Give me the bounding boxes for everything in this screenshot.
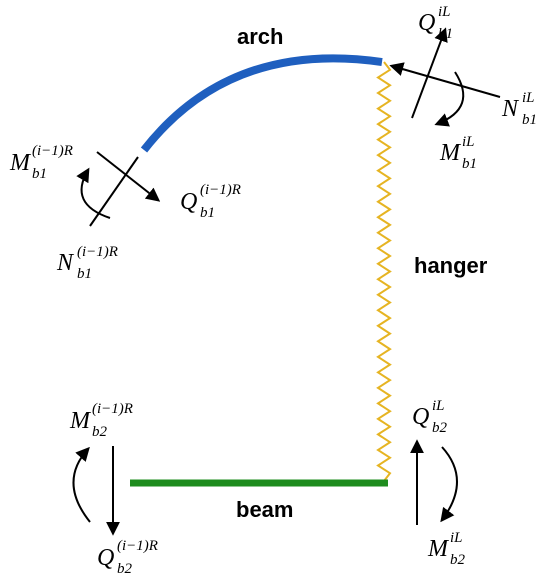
- svg-text:M: M: [9, 150, 32, 176]
- svg-text:M: M: [427, 536, 450, 562]
- svg-text:b1: b1: [77, 266, 92, 282]
- svg-text:b1: b1: [32, 166, 47, 182]
- svg-text:b2: b2: [117, 561, 133, 577]
- svg-text:N: N: [56, 250, 75, 276]
- svg-text:Q: Q: [412, 404, 429, 430]
- svg-text:Q: Q: [180, 189, 197, 215]
- svg-text:b1: b1: [522, 112, 537, 128]
- svg-text:b1: b1: [200, 205, 215, 221]
- svg-text:Q: Q: [418, 10, 435, 36]
- label-N-b1-iL: N iL b1: [501, 90, 537, 128]
- svg-text:b1: b1: [438, 26, 453, 42]
- svg-text:b1: b1: [462, 156, 477, 172]
- svg-text:(i−1)R: (i−1)R: [92, 401, 133, 417]
- svg-text:N: N: [501, 96, 520, 122]
- arch-member: [140, 54, 383, 153]
- svg-text:(i−1)R: (i−1)R: [32, 143, 73, 159]
- moment-arc-left: [76, 167, 111, 219]
- svg-text:b2: b2: [432, 420, 448, 436]
- svg-text:M: M: [69, 408, 92, 434]
- hanger-label: hanger: [414, 253, 488, 278]
- svg-text:M: M: [439, 140, 462, 166]
- label-Q-b2-iL: Q iL b2: [412, 398, 448, 436]
- svg-text:(i−1)R: (i−1)R: [117, 538, 158, 554]
- axial-force-arrow-left: [96, 151, 161, 202]
- svg-text:(i−1)R: (i−1)R: [200, 182, 241, 198]
- shear-force-arrow-left: [89, 156, 139, 227]
- svg-text:(i−1)R: (i−1)R: [77, 244, 118, 260]
- label-M-b1-prev: M (i−1)R b1: [9, 143, 73, 182]
- beam-label: beam: [236, 497, 293, 522]
- moment-arc-top-right: [434, 71, 465, 127]
- label-N-b1-prev: N (i−1)R b1: [56, 244, 118, 282]
- svg-text:iL: iL: [438, 4, 451, 20]
- moment-arc-beam-right: [440, 446, 458, 523]
- axial-force-arrow-top-right: [389, 62, 501, 98]
- arch-label: arch: [237, 24, 283, 49]
- moment-arc-beam-left: [72, 446, 91, 523]
- svg-text:iL: iL: [522, 90, 535, 106]
- svg-text:iL: iL: [450, 530, 463, 546]
- svg-text:Q: Q: [97, 545, 114, 571]
- label-Q-b1-prev: Q (i−1)R b1: [180, 182, 241, 221]
- label-M-b1-iL: M iL b1: [439, 134, 477, 172]
- shear-force-arrow-top-right: [411, 27, 448, 119]
- svg-text:iL: iL: [462, 134, 475, 150]
- label-Q-b1-iL: Q iL b1: [418, 4, 453, 42]
- hanger-member: [376, 61, 392, 482]
- svg-text:b2: b2: [92, 424, 108, 440]
- svg-text:iL: iL: [432, 398, 445, 414]
- label-M-b2-iL: M iL b2: [427, 530, 466, 568]
- label-Q-b2-prev: Q (i−1)R b2: [97, 538, 158, 577]
- label-M-b2-prev: M (i−1)R b2: [69, 401, 133, 440]
- svg-text:b2: b2: [450, 552, 466, 568]
